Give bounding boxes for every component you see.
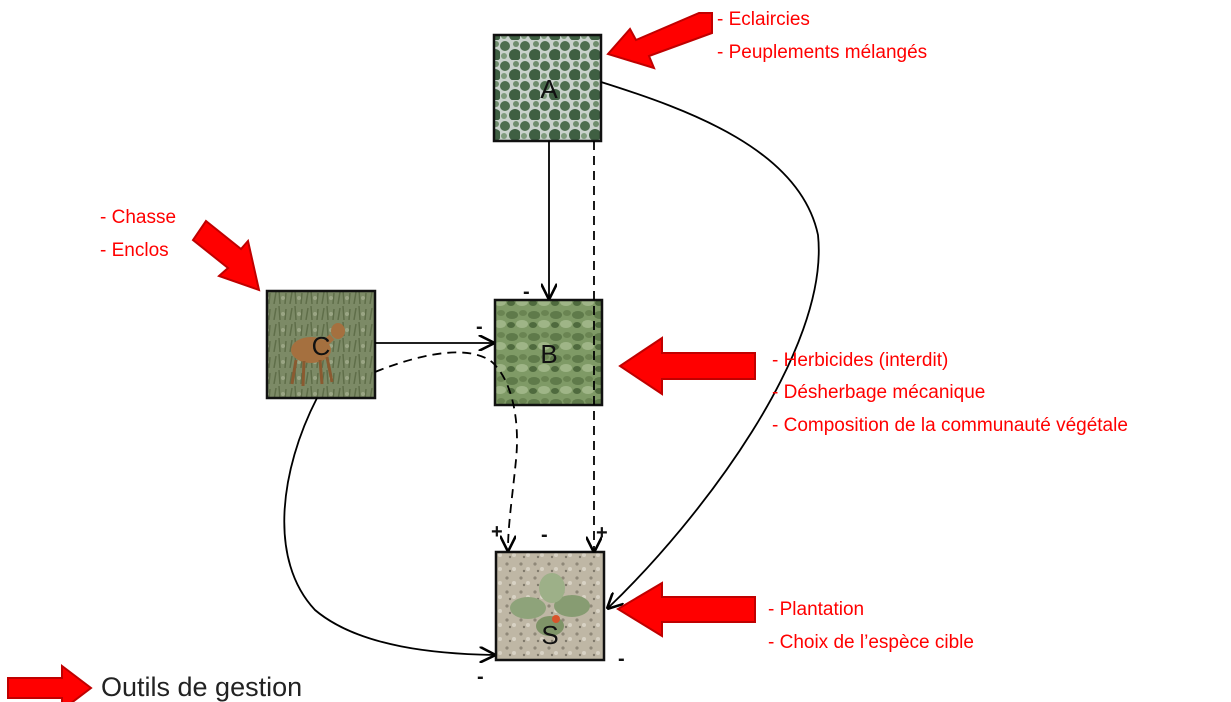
- red-arrow-icon-vegetation: [618, 336, 756, 396]
- node-s-label: S: [541, 620, 558, 650]
- node-b-label: B: [540, 339, 557, 369]
- legend-label: Outils de gestion: [101, 672, 302, 702]
- node-b: B: [493, 298, 604, 407]
- tool-vegetation-2: - Désherbage mécanique: [772, 382, 985, 403]
- red-arrow-icon: [7, 663, 93, 702]
- red-arrow-icon-seedling: [616, 581, 756, 638]
- tools-vegetation: - Herbicides (interdit) - Désherbage méc…: [772, 350, 1128, 436]
- sign-c-to-b: -: [476, 316, 483, 338]
- edges: [283, 81, 820, 655]
- edge-c-to-s: [283, 397, 494, 655]
- node-c-label: C: [312, 331, 331, 361]
- tool-canopy-2: - Peuplements mélangés: [717, 42, 927, 63]
- sign-b-to-s-center: -: [541, 524, 548, 546]
- tools-seedling: - Plantation - Choix de l’espèce cible: [768, 599, 974, 653]
- legend: Outils de gestion: [7, 663, 302, 702]
- edge-c-to-s-dashed: [374, 351, 518, 550]
- edge-a-to-s-curve: [600, 81, 820, 608]
- tool-vegetation-3: - Composition de la communauté végétale: [772, 415, 1128, 436]
- tools-deer: - Chasse - Enclos: [100, 207, 176, 261]
- tool-deer-2: - Enclos: [100, 240, 169, 261]
- node-a-label: A: [540, 74, 558, 104]
- tool-canopy-1: - Eclaircies: [717, 9, 810, 30]
- sign-c-to-s: -: [477, 666, 484, 688]
- red-arrow-icon-deer: [191, 219, 261, 292]
- tools-canopy: - Eclaircies - Peuplements mélangés: [717, 9, 927, 63]
- deer-icon: [290, 323, 345, 387]
- seedling-icon: [510, 573, 590, 636]
- red-arrow-icon-canopy: [606, 12, 713, 70]
- canopy-image: [492, 33, 603, 143]
- management-arrows: [191, 12, 756, 638]
- sign-b-to-s-dashed: +: [491, 521, 503, 543]
- vegetation-image: [493, 298, 604, 407]
- node-a: A: [492, 33, 603, 143]
- node-c: C: [265, 289, 377, 400]
- tool-vegetation-1: - Herbicides (interdit): [772, 350, 948, 371]
- sign-a-to-b: -: [523, 281, 530, 303]
- tool-deer-1: - Chasse: [100, 207, 176, 228]
- tool-seedling-1: - Plantation: [768, 599, 864, 620]
- tool-seedling-2: - Choix de l’espèce cible: [768, 632, 974, 653]
- node-s: S: [494, 550, 606, 662]
- sign-a-to-s-curve: -: [618, 648, 625, 670]
- sign-a-to-s-dashed: +: [596, 522, 608, 544]
